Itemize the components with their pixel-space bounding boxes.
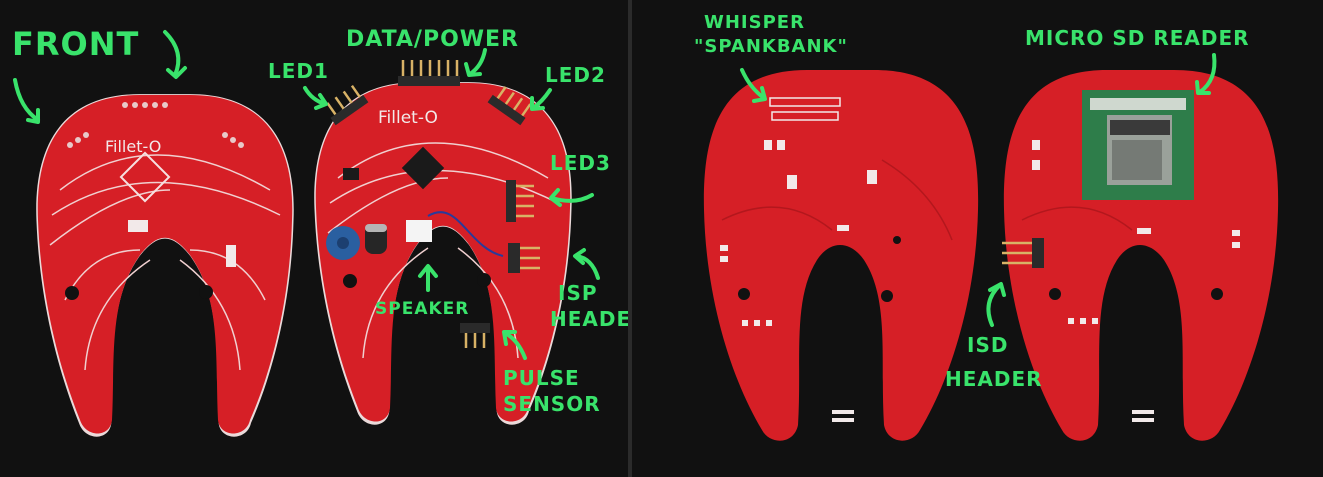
right-photo-svg: WHISPER "SPANKBANK" MICRO SD READER ISD … [694, 12, 1279, 441]
label-led3: LED3 [550, 151, 611, 175]
data-power-header [398, 60, 460, 86]
label-isd-header-2: HEADER [945, 367, 1043, 391]
back-board-left [703, 70, 979, 441]
assembled-board: Fillet-O [314, 60, 572, 425]
right-photo-panel: WHISPER "SPANKBANK" MICRO SD READER ISD … [632, 0, 1323, 477]
assembled-board-silk-title: Fillet-O [378, 108, 438, 128]
front-arrow-left [13, 78, 40, 124]
isd-header-arrow [986, 282, 1006, 327]
left-photo-panel: Fillet-O [0, 0, 628, 477]
label-front: FRONT [12, 25, 139, 63]
pulse-sensor-arrow [502, 330, 527, 360]
led1-header [326, 84, 369, 126]
led1-arrow [303, 86, 328, 110]
back-board-right [1002, 70, 1279, 441]
label-speaker: SPEAKER [375, 299, 469, 319]
micro-sd-arrow [1195, 53, 1217, 95]
whisper-arrow [740, 68, 767, 103]
label-isp-header-1: ISP [558, 281, 598, 305]
micro-sd-module [1082, 90, 1194, 200]
front-board: Fillet-O [36, 94, 294, 437]
label-micro-sd: MICRO SD READER [1025, 26, 1250, 50]
led2-header [487, 86, 532, 126]
isp-header [508, 243, 540, 273]
left-photo-svg: Fillet-O [12, 25, 628, 437]
label-isd-header-1: ISD [967, 333, 1008, 357]
label-data-power: DATA/POWER [346, 27, 519, 52]
pulse-header [460, 323, 490, 348]
panel-divider [628, 0, 632, 477]
label-led1: LED1 [268, 59, 329, 83]
speaker-arrow [418, 264, 438, 292]
led3-header [506, 180, 534, 222]
label-pulse-sensor-1: PULSE [503, 366, 580, 390]
led2-arrow [530, 88, 552, 111]
label-whisper-1: WHISPER [704, 12, 805, 33]
front-board-silk-title: Fillet-O [105, 137, 161, 156]
label-pulse-sensor-2: SENSOR [503, 392, 601, 416]
label-led2: LED2 [545, 63, 606, 87]
front-arrow-right [163, 30, 187, 79]
label-isp-header-2: HEADER [550, 307, 628, 331]
label-whisper-2: "SPANKBANK" [694, 36, 848, 57]
isd-header [1002, 238, 1044, 268]
data-power-arrow [464, 48, 487, 77]
led3-arrow [549, 188, 594, 207]
isp-header-arrow [573, 248, 600, 280]
